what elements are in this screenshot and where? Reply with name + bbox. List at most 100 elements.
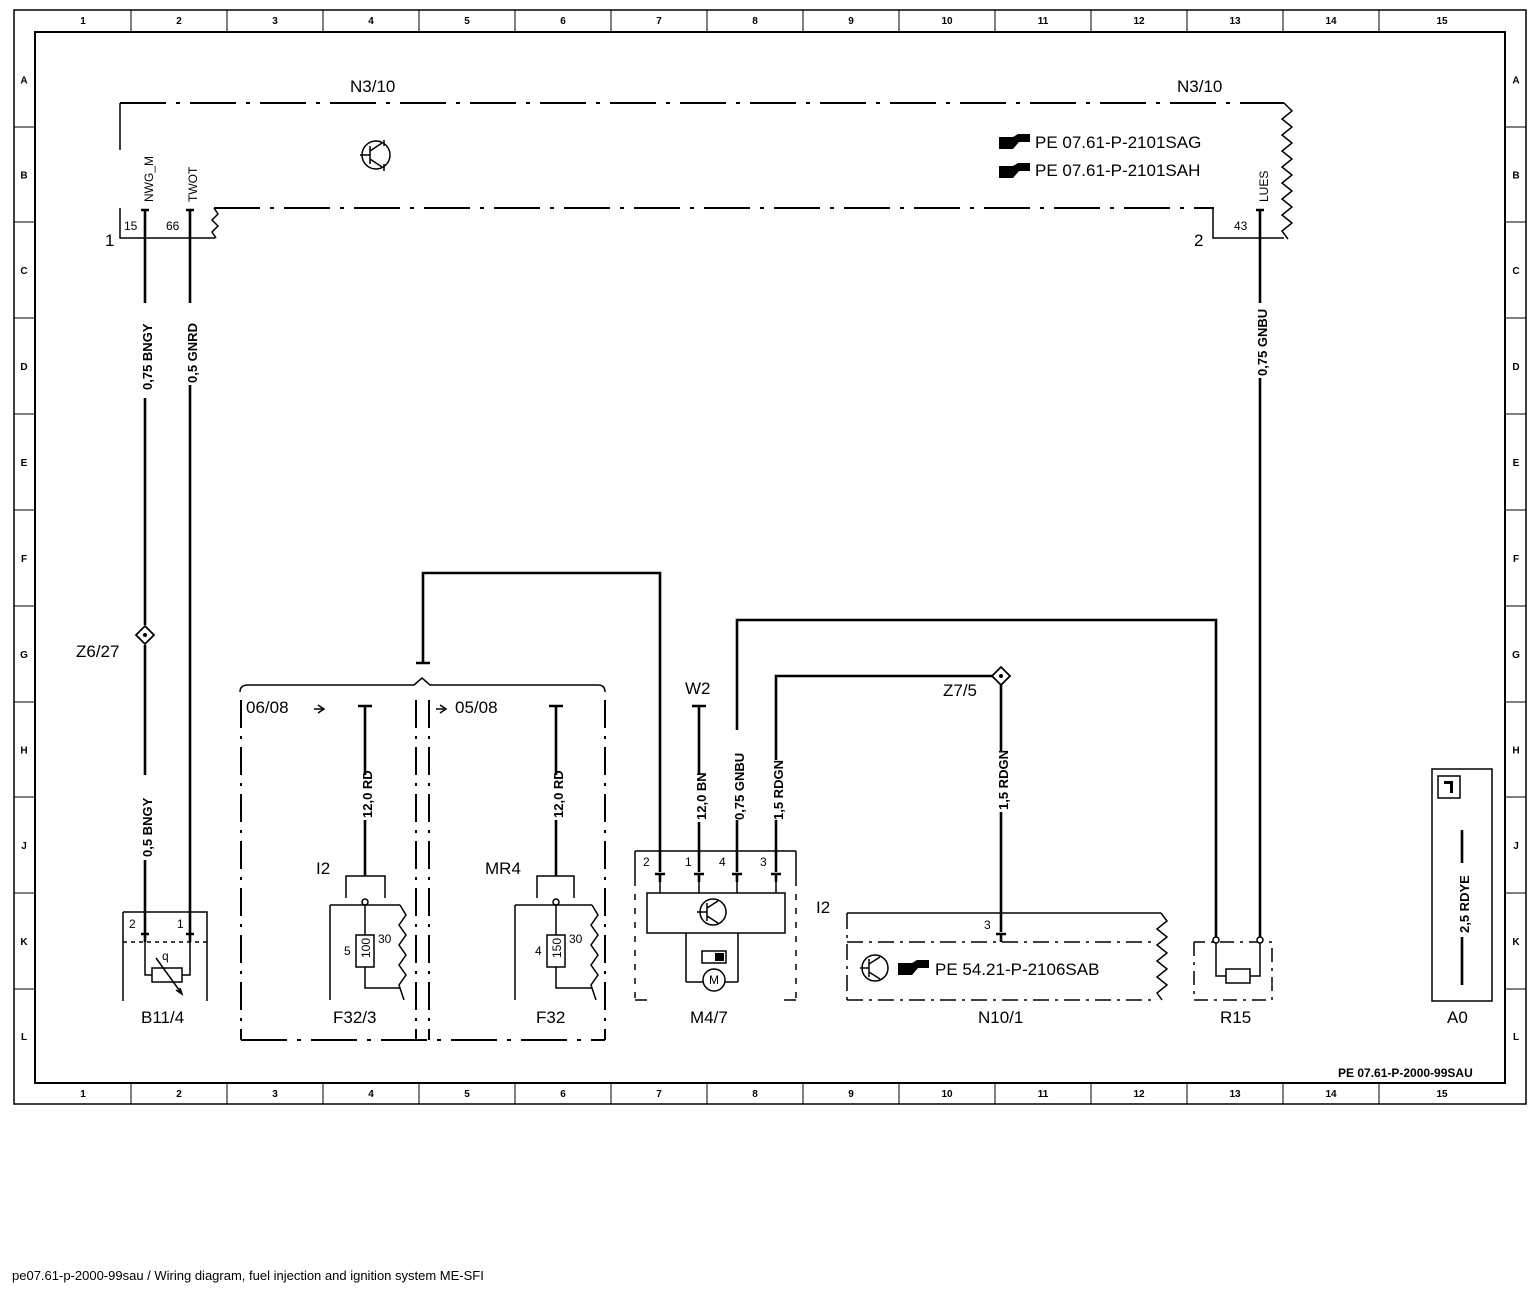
grid-column-label: 12 [1133, 16, 1145, 27]
grid-column-label: 3 [272, 16, 278, 27]
grid-row-label: E [21, 458, 28, 469]
grid-row-label: G [20, 650, 28, 661]
motor-icon [702, 968, 726, 992]
grid-row-label: E [1513, 458, 1520, 469]
wire-rdgn: Z7/5 1,5 RDGN 1,5 RDGN [771, 665, 1012, 932]
grid-row-label: G [1512, 650, 1520, 661]
m4-pin-3: 3 [760, 855, 767, 869]
wire-gnbu-right: 0,75 GNBU [1255, 218, 1270, 938]
n10-1-label: N10/1 [978, 1008, 1023, 1027]
w2-label: W2 [685, 679, 711, 698]
outer-frame [13, 9, 1527, 1105]
grid-column-label: 12 [1133, 1089, 1145, 1100]
wire-label-bn-12: 12,0 BN [694, 772, 709, 820]
signal-lues: LUES [1257, 171, 1271, 202]
w2-ground: W2 12,0 BN [685, 679, 711, 872]
grid-column-label: 9 [848, 16, 854, 27]
ref-sag: PE 07.61-P-2101SAG [1035, 133, 1201, 152]
n3-10-label-left: N3/10 [350, 77, 395, 96]
page-caption: pe07.61-p-2000-99sau / Wiring diagram, f… [12, 1268, 484, 1283]
b11-4-sensor: 2 1 q B11/4 [122, 911, 208, 1027]
grid-column-label: 13 [1229, 16, 1241, 27]
grid-row-label: B [20, 171, 27, 182]
grid-row-label: A [20, 76, 27, 87]
b11-pin-2: 2 [129, 917, 136, 931]
grid-row-label: K [20, 937, 28, 948]
grid-column-label: 15 [1436, 16, 1448, 27]
grid-labels: 1122334455667788991010111112121313141415… [20, 16, 1520, 1100]
b11-q: q [162, 949, 169, 963]
grid-column-label: 8 [752, 16, 758, 27]
wire-label-rdgn-15-b: 1,5 RDGN [996, 750, 1011, 810]
f32-3-pin-30: 30 [378, 932, 392, 946]
grid-column-label: 6 [560, 1089, 566, 1100]
n3-10-unit: N3/10 N3/10 PE 07.61-P-2101SAG PE 07.61-… [105, 77, 1294, 250]
grid-row-label: H [1512, 746, 1519, 757]
transistor-icon [360, 140, 391, 171]
page-ref-0508: 05/08 [455, 698, 498, 717]
grid-row-label: B [1512, 171, 1519, 182]
grid-column-label: 1 [80, 1089, 86, 1100]
wire-label-bngy-075: 0,75 BNGY [140, 323, 155, 390]
grid-column-label: 3 [272, 1089, 278, 1100]
r15-resistor: R15 [1193, 936, 1273, 1027]
connector-2-label: 2 [1194, 231, 1203, 250]
grid-column-label: 7 [656, 16, 662, 27]
mr4-label: MR4 [485, 859, 521, 878]
grid-column-label: 4 [368, 1089, 374, 1100]
wire-gnbu-m4-to-r15: 0,75 GNBU [732, 618, 1218, 938]
grid-column-label: 5 [464, 1089, 470, 1100]
grid-row-label: L [21, 1032, 27, 1043]
i2-fuse-label: I2 [316, 859, 330, 878]
f32-3-label: F32/3 [333, 1008, 376, 1027]
pin-66: 66 [166, 219, 180, 233]
n3-10-label-right: N3/10 [1177, 77, 1222, 96]
f32-pin-4: 4 [535, 944, 542, 958]
pin-43: 43 [1234, 219, 1248, 233]
fuse-relay-module: 06/08 05/08 12,0 RD 100 5 30 I2 F32/3 12… [239, 677, 606, 1041]
grid-column-label: 13 [1229, 1089, 1241, 1100]
m4-7-label: M4/7 [690, 1008, 728, 1027]
page-ref-0608: 06/08 [246, 698, 289, 717]
grid-ticks [14, 10, 1526, 1104]
grid-column-label: 2 [176, 16, 182, 27]
ref-sah: PE 07.61-P-2101SAH [1035, 161, 1200, 180]
a0-legend: 2,5 RDYE A0 [1431, 768, 1493, 1027]
m4-motor-symbol: M [709, 973, 719, 987]
n10-pin-3: 3 [984, 918, 991, 932]
i2-motor-label: I2 [816, 898, 830, 917]
grid-row-label: J [1513, 841, 1519, 852]
grid-row-label: F [1513, 554, 1519, 565]
n3-pin-connectors [141, 208, 1264, 218]
reference-hand-icon [999, 134, 1030, 178]
wire-label-rd-12-a: 12,0 RD [360, 770, 375, 818]
z6-27-label: Z6/27 [76, 642, 119, 661]
wire-module-to-m4-7 [416, 571, 662, 872]
f32-rating: 150 [550, 938, 564, 958]
reference-hand-icon [898, 960, 929, 975]
wire-label-rd-12-b: 12,0 RD [551, 770, 566, 818]
grid-column-label: 9 [848, 1089, 854, 1100]
doc-reference: PE 07.61-P-2000-99SAU [1338, 1066, 1473, 1080]
grid-column-label: 11 [1038, 16, 1049, 27]
wire-bngy: Z6/27 0,75 BNGY 0,5 BNGY [76, 218, 156, 934]
wire-label-rdgn-15-a: 1,5 RDGN [771, 760, 786, 820]
grid-row-label: C [20, 266, 27, 277]
m4-pin-1: 1 [685, 855, 692, 869]
grid-column-label: 14 [1325, 1089, 1337, 1100]
grid-row-label: J [21, 841, 27, 852]
ref-sab: PE 54.21-P-2106SAB [935, 960, 1099, 979]
info-icon [1437, 775, 1461, 799]
wire-label-gnbu-075-right: 0,75 GNBU [1255, 309, 1270, 376]
grid-column-label: 2 [176, 1089, 182, 1100]
pin-15: 15 [124, 219, 138, 233]
n10-1-module: 3 PE 54.21-P-2106SAB N10/1 [846, 912, 1169, 1027]
signal-twot: TWOT [186, 166, 200, 202]
transistor-icon [860, 954, 889, 982]
grid-column-label: 1 [80, 16, 86, 27]
grid-row-label: L [1513, 1032, 1519, 1043]
b11-pin-1: 1 [177, 917, 184, 931]
grid-column-label: 8 [752, 1089, 758, 1100]
wire-label-rdye-25: 2,5 RDYE [1457, 875, 1472, 933]
